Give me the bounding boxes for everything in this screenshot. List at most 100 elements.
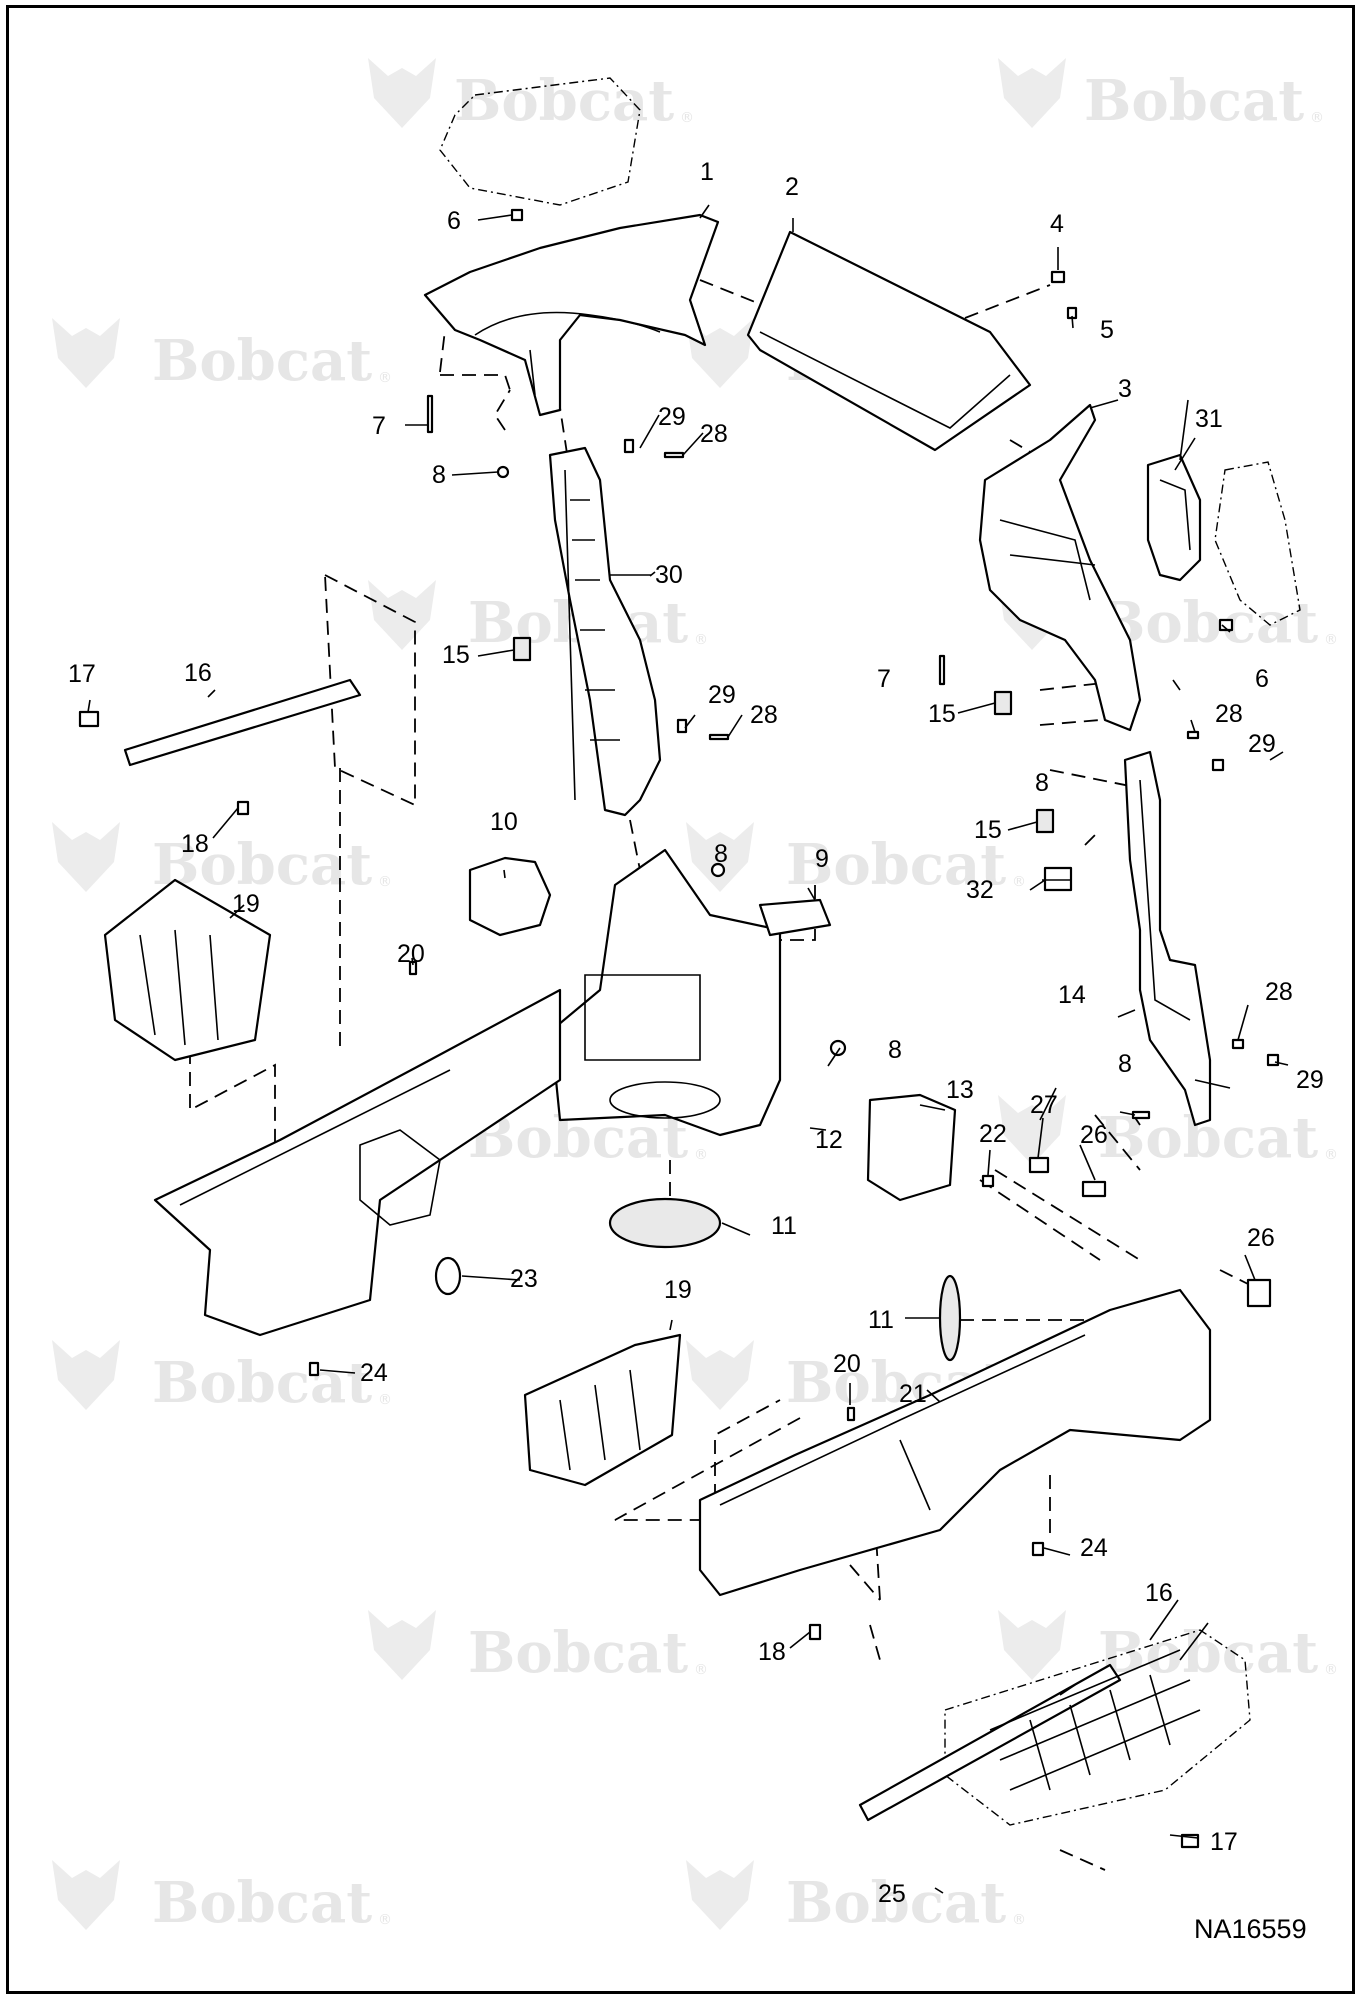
watermark-bobcat-logo: Bobcat ® <box>686 822 1026 898</box>
callout-31: 31 <box>1195 405 1223 433</box>
part-mount-bracket-left <box>123 678 362 767</box>
callout-20: 20 <box>833 1350 861 1378</box>
watermark-text: Bobcat <box>468 1620 688 1686</box>
part-upper-right-trim <box>978 403 1142 732</box>
callout-21: 21 <box>899 1380 927 1408</box>
part-speaker-grille <box>608 1197 722 1249</box>
callout-26: 26 <box>1247 1224 1275 1252</box>
callout-11: 11 <box>771 1212 797 1240</box>
callout-7: 7 <box>877 665 891 693</box>
part-connector-32 <box>1043 866 1073 892</box>
part-cup-holder <box>468 856 552 937</box>
callout-8: 8 <box>888 1036 902 1064</box>
callout-24: 24 <box>1080 1534 1108 1562</box>
callout-labels: 1 2 3 4 5 6 6 7 7 8 8 8 8 8 8 9 10 11 11… <box>68 158 1324 1908</box>
watermark-registered-mark: ® <box>1324 1662 1338 1678</box>
callout-1: 1 <box>700 158 714 186</box>
parts <box>78 208 1280 1849</box>
watermark-bobcat-logo: Bobcat ® <box>52 1340 392 1416</box>
part-fitting-22 <box>981 1174 995 1188</box>
callout-24: 24 <box>360 1359 388 1387</box>
phantom-top-left-bracket <box>439 77 641 206</box>
watermark-registered-mark: ® <box>694 1147 708 1163</box>
part-left-rear-panel <box>153 988 562 1337</box>
callout-6: 6 <box>447 207 461 235</box>
watermark-registered-mark: ® <box>378 874 392 890</box>
callout-16: 16 <box>1145 1579 1173 1607</box>
part-side-speaker-grille <box>938 1274 962 1362</box>
part-floor-grate-cells <box>989 1649 1201 1791</box>
callout-20: 20 <box>397 940 425 968</box>
callout-5: 5 <box>1100 316 1114 344</box>
part-fitting-26b <box>1246 1278 1272 1308</box>
phantom-outlines <box>439 77 1301 1826</box>
watermark-bobcat-logo: Bobcat ® <box>368 580 708 656</box>
part-rear-center-console <box>538 848 782 1137</box>
drawing-number: NA16559 <box>1194 1914 1307 1944</box>
watermark-text: Bobcat <box>786 832 1006 898</box>
part-mount-bracket-right <box>858 1663 1122 1822</box>
watermark-registered-mark: ® <box>680 110 694 126</box>
watermark-text: Bobcat <box>152 328 372 394</box>
watermark-registered-mark: ® <box>1324 1147 1338 1163</box>
callout-8: 8 <box>1118 1050 1132 1078</box>
callout-11: 11 <box>868 1306 894 1334</box>
part-headliner-panel <box>746 230 1032 452</box>
watermark-text: Bobcat <box>1084 68 1304 134</box>
callout-29: 29 <box>658 403 686 431</box>
watermark-registered-mark: ® <box>1012 874 1026 890</box>
callout-29: 29 <box>708 681 736 709</box>
watermark-text: Bobcat <box>1098 1620 1318 1686</box>
callout-6: 6 <box>1255 665 1269 693</box>
callout-leaders <box>87 204 1289 1894</box>
part-storage-bin-left <box>103 878 272 1062</box>
watermark-text: Bobcat <box>152 1350 372 1416</box>
callout-16: 16 <box>184 659 212 687</box>
callout-29: 29 <box>1296 1066 1324 1094</box>
watermark-text: Bobcat <box>786 1870 1006 1936</box>
callout-10: 10 <box>490 808 518 836</box>
watermark-bobcat-logo: Bobcat ® <box>998 58 1324 134</box>
callout-8: 8 <box>432 461 446 489</box>
callout-15: 15 <box>974 816 1002 844</box>
watermark-registered-mark: ® <box>1310 110 1324 126</box>
phantom-right-bracket <box>1214 461 1301 626</box>
callout-3: 3 <box>1118 375 1132 403</box>
callout-28: 28 <box>700 420 728 448</box>
watermark-registered-mark: ® <box>378 1392 392 1408</box>
watermark-bobcat-logo: Bobcat ® <box>52 318 392 394</box>
callout-22: 22 <box>979 1120 1007 1148</box>
part-clip-15c <box>1035 808 1055 834</box>
callout-26: 26 <box>1080 1121 1108 1149</box>
watermark-registered-mark: ® <box>1012 1912 1026 1928</box>
watermark-bobcat-logo: Bobcat ® <box>368 1610 708 1686</box>
callout-4: 4 <box>1050 210 1064 238</box>
callout-13: 13 <box>946 1076 974 1104</box>
watermark-text: Bobcat <box>152 1870 372 1936</box>
drawing-border <box>6 5 1355 1994</box>
callout-8: 8 <box>1035 769 1049 797</box>
callout-28: 28 <box>1265 978 1293 1006</box>
callout-17: 17 <box>1210 1828 1238 1856</box>
watermark-bobcat-logo: Bobcat ® <box>368 58 694 134</box>
callout-29: 29 <box>1248 730 1276 758</box>
watermark-bobcat-logo: Bobcat ® <box>686 1340 1026 1416</box>
callout-28: 28 <box>1215 700 1243 728</box>
callout-15: 15 <box>928 700 956 728</box>
callout-30: 30 <box>655 561 683 589</box>
callout-9: 9 <box>815 845 829 873</box>
part-o-ring <box>434 1256 462 1296</box>
part-clip-15b <box>993 690 1013 716</box>
part-vent-grille <box>758 898 832 937</box>
part-fitting-27 <box>1028 1156 1050 1174</box>
callout-19: 19 <box>232 890 260 918</box>
watermark-bobcat-logo: Bobcat ® <box>998 1610 1338 1686</box>
callout-8: 8 <box>714 840 728 868</box>
watermark-registered-mark: ® <box>694 632 708 648</box>
callout-32: 32 <box>966 876 994 904</box>
callout-12: 12 <box>815 1126 843 1154</box>
watermark-registered-mark: ® <box>1324 632 1338 648</box>
callout-14: 14 <box>1058 981 1086 1009</box>
part-upper-left-trim <box>423 213 720 417</box>
watermark-registered-mark: ® <box>694 1662 708 1678</box>
